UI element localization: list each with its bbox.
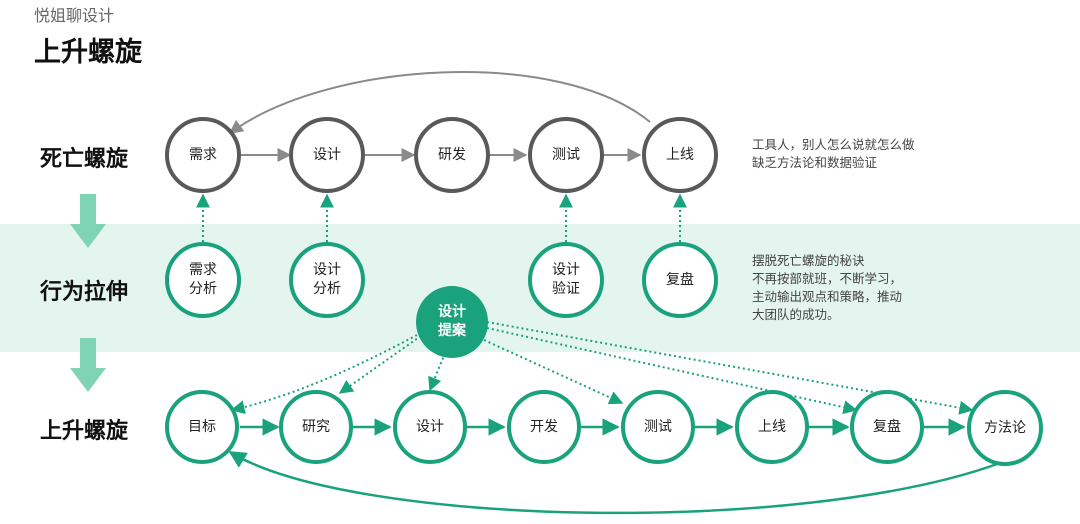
feedback-loop-arrow xyxy=(228,450,1001,515)
rising-node-launch: 上线 xyxy=(735,390,809,464)
proposal-connectors xyxy=(230,321,974,415)
support-node-review: 复盘 xyxy=(642,242,718,318)
rising-node-goal: 目标 xyxy=(165,390,239,464)
row-label-rising-spiral: 上升螺旋 xyxy=(40,419,129,444)
dotted-arrow xyxy=(428,352,446,392)
death-node-requirement: 需求 xyxy=(165,117,241,193)
proposal-node-design-proposal: 设计提案 xyxy=(416,286,488,358)
dotted-arrow xyxy=(338,332,426,394)
rising-node-development: 开发 xyxy=(507,390,581,464)
brand-name: 悦姐聊设计 xyxy=(34,6,115,25)
down-arrows xyxy=(70,194,106,392)
down-arrow-icon xyxy=(70,194,106,248)
support-node-requirement-analysis: 需求分析 xyxy=(165,242,241,318)
death-node-design: 设计 xyxy=(289,117,365,193)
rising-node-methodology: 方法论 xyxy=(967,390,1043,466)
rising-node-review: 复盘 xyxy=(850,390,924,464)
behavior-stretch-note: 摆脱死亡螺旋的秘诀 不再按部就班，不断学习， 主动输出观点和策略，推动 大团队的… xyxy=(752,253,903,322)
support-connectors xyxy=(196,193,687,242)
dotted-arrow xyxy=(230,334,418,415)
death-node-development: 研发 xyxy=(414,117,490,193)
death-node-launch: 上线 xyxy=(642,117,718,193)
page-title: 上升螺旋 xyxy=(34,37,142,68)
rising-node-design: 设计 xyxy=(393,390,467,464)
death-node-test: 测试 xyxy=(528,117,604,193)
feedback-loop-arrow xyxy=(228,71,651,134)
dotted-arrow xyxy=(483,339,624,405)
support-node-design-validation: 设计验证 xyxy=(528,242,604,318)
support-node-design-analysis: 设计分析 xyxy=(289,242,365,318)
down-arrow-icon xyxy=(70,338,106,392)
rising-node-research: 研究 xyxy=(279,390,353,464)
rising-node-test: 测试 xyxy=(621,390,695,464)
death-spiral-note: 工具人，别人怎么说就怎么做 缺乏方法论和数据验证 xyxy=(752,137,915,170)
row-label-behavior-stretch: 行为拉伸 xyxy=(40,280,129,305)
death-spiral-connectors xyxy=(228,71,651,162)
dotted-arrow xyxy=(486,327,858,415)
rising-spiral-connectors xyxy=(228,418,1001,515)
row-label-death-spiral: 死亡螺旋 xyxy=(40,147,129,172)
